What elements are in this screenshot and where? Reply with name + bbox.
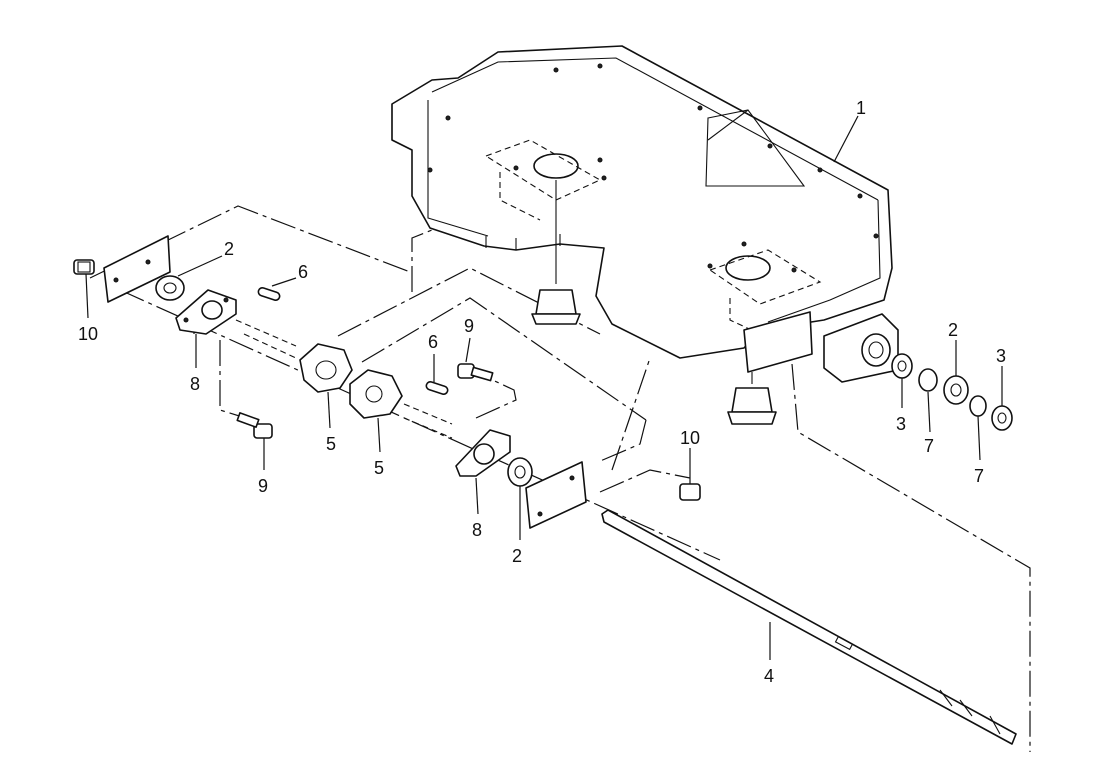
bolt-9-center (457, 363, 494, 382)
deck-sprocket-left (531, 180, 581, 325)
flange-8-left (175, 289, 237, 335)
callout-10-center: 10 (680, 428, 700, 448)
callout-8-center: 8 (472, 520, 482, 540)
center-bracket (525, 461, 587, 529)
callout-1: 1 (856, 98, 866, 118)
callout-10-left: 10 (78, 324, 98, 344)
callout-6-center: 6 (428, 332, 438, 352)
bolt-10-left (73, 259, 95, 275)
callout-6-left: 6 (298, 262, 308, 282)
callout-2-right: 2 (948, 320, 958, 340)
callout-7-right-a: 7 (924, 436, 934, 456)
shaft-stub-center (403, 403, 453, 439)
callouts: 1 2 10 6 8 9 5 5 9 6 10 8 2 4 2 3 3 7 7 (78, 98, 1006, 686)
bevel-gear-5-left (299, 343, 353, 393)
bearing-2-left (155, 275, 185, 301)
flange-8-center (455, 429, 511, 477)
callout-8-left: 8 (190, 374, 200, 394)
bolt-10-center (679, 483, 701, 501)
leader-lines (85, 115, 1003, 660)
callout-2-upper-left: 2 (224, 239, 234, 259)
callout-3-right-top: 3 (996, 346, 1006, 366)
mower-deck-housing (391, 45, 899, 383)
shaft-stub-left (235, 319, 297, 359)
callout-9-center: 9 (464, 316, 474, 336)
callout-9-left: 9 (258, 476, 268, 496)
ring-7-right-inner (918, 368, 938, 392)
drive-shaft-4 (601, 509, 1017, 745)
key-6-center (425, 381, 449, 395)
left-bracket (103, 235, 171, 303)
deck-sprocket-right (727, 372, 777, 425)
callout-4: 4 (764, 666, 774, 686)
callout-5-center: 5 (374, 458, 384, 478)
bolt-9-left (236, 412, 273, 439)
key-6-left (257, 287, 281, 301)
bevel-gear-5-center (349, 369, 403, 419)
washer-3-right-inner (891, 353, 913, 379)
callout-5-left: 5 (326, 434, 336, 454)
callout-7-right-b: 7 (974, 466, 984, 486)
ring-7-right-outer (969, 395, 987, 417)
bearing-2-center (507, 457, 533, 487)
bearing-2-right (943, 375, 969, 405)
washer-3-right-outer (991, 405, 1013, 431)
callout-3-right-low: 3 (896, 414, 906, 434)
callout-2-center: 2 (512, 546, 522, 566)
